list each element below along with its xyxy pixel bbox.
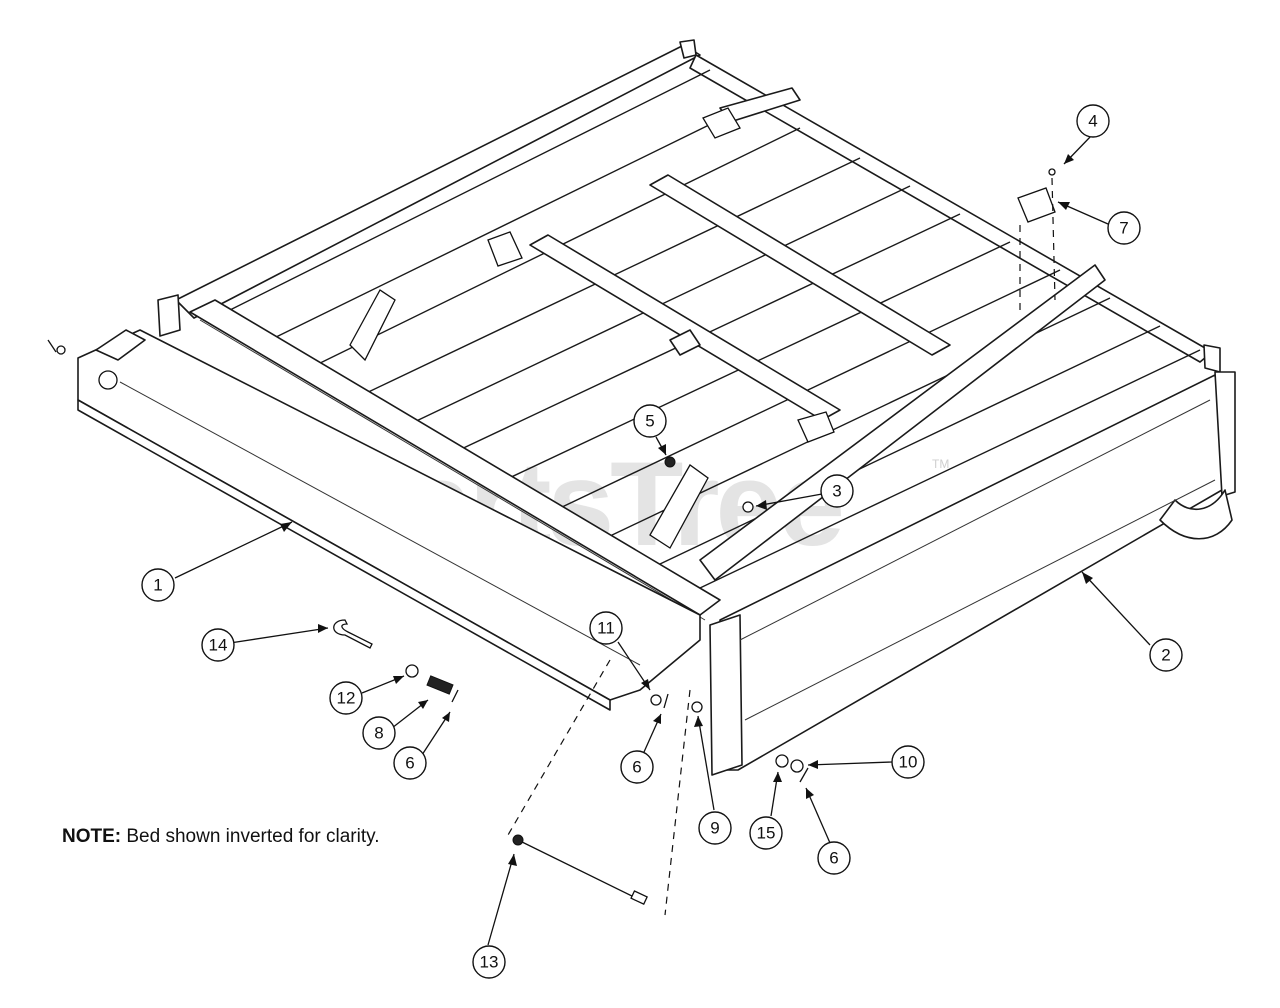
callout-15: 15 xyxy=(749,816,783,850)
left-side-rail-face xyxy=(77,399,611,711)
item-8-spring xyxy=(426,675,454,695)
item-12-washer xyxy=(405,664,419,678)
callout-4: 4 xyxy=(1076,104,1110,138)
cross-tube-short xyxy=(669,329,701,356)
svg-text:6: 6 xyxy=(829,849,838,868)
callout-1: 1 xyxy=(141,568,175,602)
callout-12: 12 xyxy=(329,681,363,715)
right-side-end-post xyxy=(1214,371,1236,497)
callout-6-right: 6 xyxy=(817,841,851,875)
svg-text:4: 4 xyxy=(1088,112,1097,131)
callout-5: 5 xyxy=(633,404,667,438)
callout-10: 10 xyxy=(891,745,925,779)
assembly-lines xyxy=(507,177,1056,916)
svg-text:13: 13 xyxy=(480,953,499,972)
callout-7: 7 xyxy=(1107,211,1141,245)
bracket-lower-mid xyxy=(797,411,835,443)
hinge-plate-center xyxy=(649,464,709,549)
bracket-right xyxy=(1017,187,1056,223)
crossmember-lower xyxy=(529,234,841,421)
svg-text:12: 12 xyxy=(337,689,356,708)
svg-text:10: 10 xyxy=(899,753,918,772)
left-rail-roller xyxy=(98,370,118,390)
svg-text:7: 7 xyxy=(1119,219,1128,238)
right-side-post xyxy=(709,614,743,776)
item-3-bolt xyxy=(742,501,754,513)
left-pin-nut xyxy=(56,345,66,355)
watermark-tm: TM xyxy=(932,457,949,471)
item-13-cable xyxy=(517,839,641,901)
item-5-nut xyxy=(664,456,676,468)
callout-11: 11 xyxy=(589,611,623,645)
svg-text:8: 8 xyxy=(374,724,383,743)
svg-text:1: 1 xyxy=(153,576,162,595)
note-text: Bed shown inverted for clarity. xyxy=(121,826,380,847)
left-rail-end-tab xyxy=(95,329,146,361)
callout-2: 2 xyxy=(1149,638,1183,672)
callout-6-center: 6 xyxy=(620,750,654,784)
cotter-pin-b xyxy=(663,693,669,709)
callout-6-left: 6 xyxy=(393,746,427,780)
item-13-cable-tip xyxy=(630,890,648,906)
crossmember-upper xyxy=(649,174,951,356)
item-14-rod xyxy=(333,619,373,649)
bracket-mid-left xyxy=(487,231,523,267)
note-label: NOTE: xyxy=(62,826,122,847)
right-long-tube xyxy=(699,264,1106,581)
callout-14: 14 xyxy=(201,628,235,662)
item-15-washer xyxy=(775,754,789,768)
hinge-plate-left xyxy=(349,289,396,362)
item-9-bolt xyxy=(691,701,703,713)
item-11-nut xyxy=(650,694,662,706)
svg-text:2: 2 xyxy=(1161,646,1170,665)
bracket-top xyxy=(702,107,741,139)
left-rail-corner-post xyxy=(157,294,181,337)
svg-text:5: 5 xyxy=(645,412,654,431)
item-4-pin xyxy=(1048,168,1056,176)
bed-frame xyxy=(77,39,1236,776)
callout-8: 8 xyxy=(362,716,396,750)
svg-text:6: 6 xyxy=(405,754,414,773)
callouts: 1 2 3 4 5 6 6 6 7 8 9 10 11 12 13 14 15 xyxy=(141,104,1183,979)
svg-text:3: 3 xyxy=(832,482,841,501)
item-10-washer xyxy=(790,759,804,773)
right-side-panel xyxy=(719,374,1223,771)
hardware xyxy=(47,168,1056,906)
callout-13: 13 xyxy=(472,945,506,979)
right-back-rail-end xyxy=(1203,344,1221,373)
cotter-pin-a xyxy=(451,689,459,703)
svg-text:6: 6 xyxy=(632,758,641,777)
svg-text:14: 14 xyxy=(209,636,228,655)
right-side-handle xyxy=(1159,489,1233,540)
callout-9: 9 xyxy=(698,811,732,845)
top-rail xyxy=(175,44,701,319)
callout-3: 3 xyxy=(820,474,854,508)
cotter-pin-c xyxy=(799,767,809,783)
svg-text:15: 15 xyxy=(757,824,776,843)
svg-text:11: 11 xyxy=(597,619,615,638)
item-13-cable-end xyxy=(512,834,524,846)
svg-text:9: 9 xyxy=(710,819,719,838)
center-main-beam xyxy=(189,299,721,616)
diagram-note: NOTE: Bed shown inverted for clarity. xyxy=(62,826,379,848)
